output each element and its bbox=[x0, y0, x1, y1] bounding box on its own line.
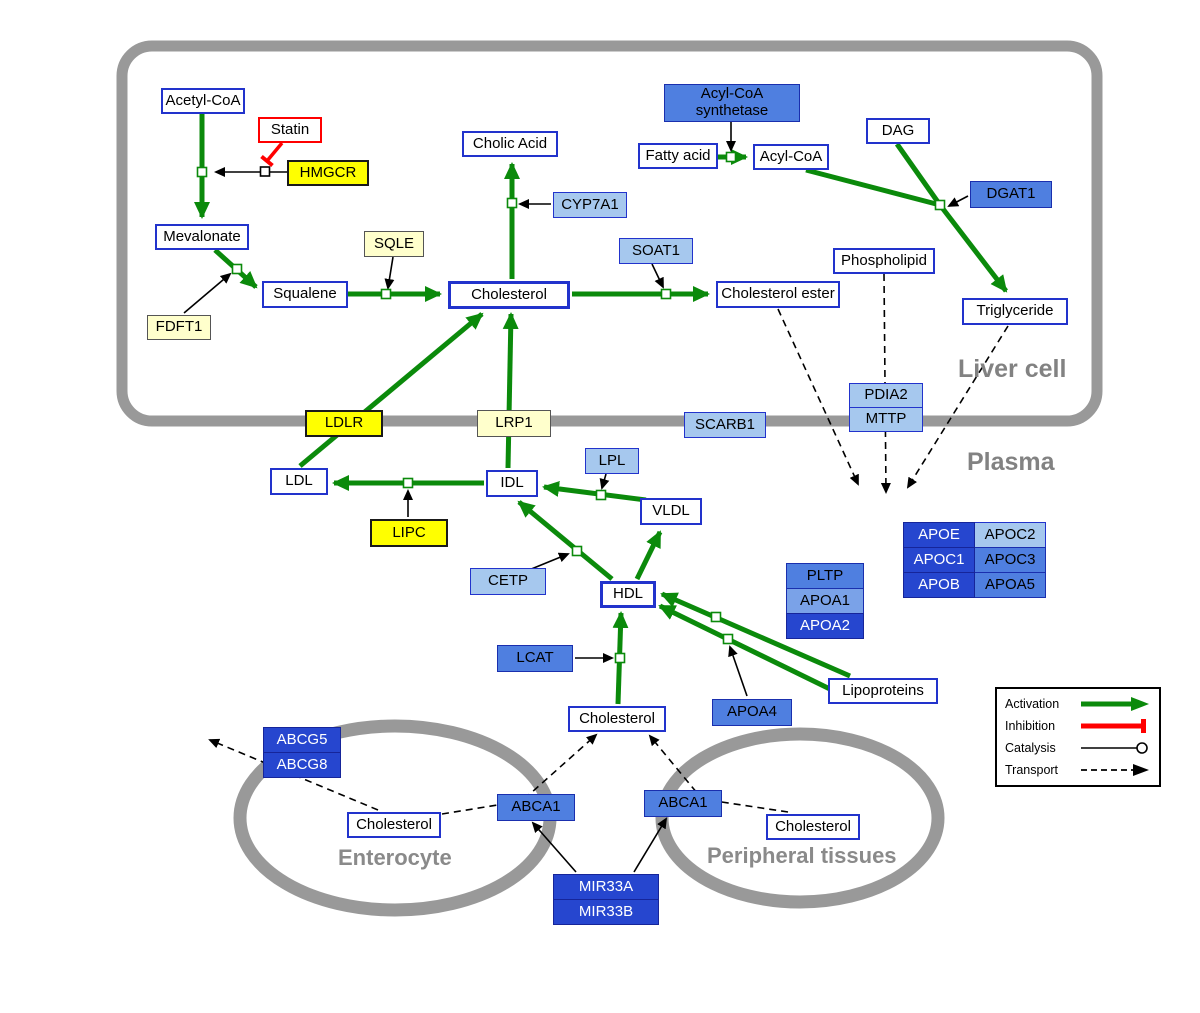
node-phospholipid[interactable]: Phospholipid bbox=[833, 248, 935, 274]
node-squalene[interactable]: Squalene bbox=[262, 281, 348, 308]
node-hdl[interactable]: HDL bbox=[600, 581, 656, 608]
reaction-anchor-squares bbox=[196, 151, 946, 664]
node-abcg5[interactable]: ABCG5 bbox=[263, 727, 341, 753]
node-pdia2[interactable]: PDIA2 bbox=[849, 383, 923, 408]
node-abca1-enterocyte[interactable]: ABCA1 bbox=[497, 794, 575, 821]
node-cetp[interactable]: CETP bbox=[470, 568, 546, 595]
node-lipc[interactable]: LIPC bbox=[370, 519, 448, 547]
statin-anchor-square bbox=[259, 166, 271, 177]
node-cyp7a1[interactable]: CYP7A1 bbox=[553, 192, 627, 218]
node-sqle[interactable]: SQLE bbox=[364, 231, 424, 257]
node-cholesterol-enterocyte[interactable]: Cholesterol bbox=[347, 812, 441, 838]
legend-activation-row: Activation bbox=[1005, 696, 1151, 712]
transport-dashed-arrow-icon bbox=[1081, 764, 1149, 776]
node-cholic-acid[interactable]: Cholic Acid bbox=[462, 131, 558, 157]
node-ldl[interactable]: LDL bbox=[270, 468, 328, 495]
node-fatty-acid[interactable]: Fatty acid bbox=[638, 143, 718, 169]
node-lipoproteins[interactable]: Lipoproteins bbox=[828, 678, 938, 704]
node-acetyl-coa[interactable]: Acetyl-CoA bbox=[161, 88, 245, 114]
node-lcat[interactable]: LCAT bbox=[497, 645, 573, 672]
node-pltp[interactable]: PLTP bbox=[786, 563, 864, 589]
enterocyte-label: Enterocyte bbox=[338, 845, 452, 870]
node-apoc1[interactable]: APOC1 bbox=[903, 547, 975, 573]
liver-cell-membrane bbox=[116, 40, 1103, 427]
node-apoa4[interactable]: APOA4 bbox=[712, 699, 792, 726]
legend-catalysis-label: Catalysis bbox=[1005, 741, 1056, 755]
node-triglyceride[interactable]: Triglyceride bbox=[962, 298, 1068, 325]
node-abcg8[interactable]: ABCG8 bbox=[263, 752, 341, 778]
catalysis-edges bbox=[183, 122, 969, 873]
liver-cell-label: Liver cell bbox=[958, 355, 1067, 383]
node-vldl[interactable]: VLDL bbox=[640, 498, 702, 525]
node-apoa1[interactable]: APOA1 bbox=[786, 588, 864, 614]
legend-transport-row: Transport bbox=[1005, 762, 1151, 778]
node-statin[interactable]: Statin bbox=[258, 117, 322, 143]
node-scarb1[interactable]: SCARB1 bbox=[684, 412, 766, 438]
node-cholesterol-plasma[interactable]: Cholesterol bbox=[568, 706, 666, 732]
legend: Activation Inhibition Catalysis Transpor… bbox=[995, 687, 1161, 787]
node-mttp[interactable]: MTTP bbox=[849, 407, 923, 432]
node-dag[interactable]: DAG bbox=[866, 118, 930, 144]
node-soat1[interactable]: SOAT1 bbox=[619, 238, 693, 264]
node-apoc2[interactable]: APOC2 bbox=[974, 522, 1046, 548]
node-cholesterol-peripheral[interactable]: Cholesterol bbox=[766, 814, 860, 840]
node-dgat1[interactable]: DGAT1 bbox=[970, 181, 1052, 208]
peripheral-tissues-label: Peripheral tissues bbox=[707, 843, 897, 868]
node-apoa5[interactable]: APOA5 bbox=[974, 572, 1046, 598]
node-apob[interactable]: APOB bbox=[903, 572, 975, 598]
legend-inhibition-row: Inhibition bbox=[1005, 718, 1151, 734]
legend-catalysis-row: Catalysis bbox=[1005, 740, 1151, 756]
catalysis-circle-icon bbox=[1081, 742, 1148, 754]
legend-activation-label: Activation bbox=[1005, 697, 1060, 711]
activation-arrow-icon bbox=[1081, 697, 1149, 711]
node-ldlr[interactable]: LDLR bbox=[305, 410, 383, 437]
node-mir33a[interactable]: MIR33A bbox=[553, 874, 659, 900]
activation-edges bbox=[194, 113, 1008, 705]
inhibition-edge bbox=[260, 141, 284, 168]
node-lpl[interactable]: LPL bbox=[585, 448, 639, 474]
node-mir33b[interactable]: MIR33B bbox=[553, 899, 659, 925]
node-cholesterol[interactable]: Cholesterol bbox=[448, 281, 570, 309]
node-acyl-coa-synthetase[interactable]: Acyl-CoA synthetase bbox=[664, 84, 800, 122]
plasma-label: Plasma bbox=[967, 448, 1055, 476]
node-apoe[interactable]: APOE bbox=[903, 522, 975, 548]
node-fdft1[interactable]: FDFT1 bbox=[147, 315, 211, 340]
node-idl[interactable]: IDL bbox=[486, 470, 538, 497]
node-abca1-peripheral[interactable]: ABCA1 bbox=[644, 790, 722, 817]
node-apoa2[interactable]: APOA2 bbox=[786, 613, 864, 639]
node-hmgcr[interactable]: HMGCR bbox=[287, 160, 369, 186]
node-apoc3[interactable]: APOC3 bbox=[974, 547, 1046, 573]
legend-inhibition-label: Inhibition bbox=[1005, 719, 1056, 733]
legend-transport-label: Transport bbox=[1005, 763, 1059, 777]
node-cholesterol-ester[interactable]: Cholesterol ester bbox=[716, 281, 840, 308]
node-acyl-coa[interactable]: Acyl-CoA bbox=[753, 144, 829, 170]
node-mevalonate[interactable]: Mevalonate bbox=[155, 224, 249, 250]
inhibition-tbar-icon bbox=[1081, 719, 1146, 733]
node-lrp1[interactable]: LRP1 bbox=[477, 410, 551, 437]
